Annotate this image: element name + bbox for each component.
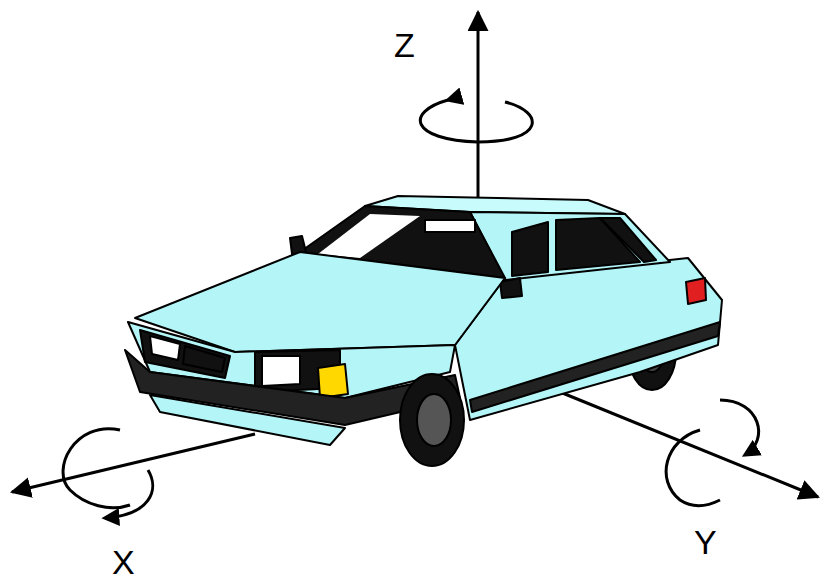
front-wheel bbox=[400, 374, 464, 466]
headlight-lens bbox=[150, 336, 180, 360]
side-trim bbox=[470, 322, 720, 412]
windshield-glare bbox=[318, 214, 420, 258]
x-rotation-arrow bbox=[63, 429, 130, 508]
side-window bbox=[512, 222, 548, 276]
mirror-sticker bbox=[425, 220, 475, 232]
turn-signal bbox=[318, 364, 348, 398]
hood bbox=[135, 252, 505, 352]
y-axis bbox=[560, 392, 818, 497]
car bbox=[125, 196, 722, 466]
front-hub bbox=[417, 394, 451, 446]
rear-window bbox=[600, 218, 656, 262]
tail-light bbox=[686, 278, 706, 304]
spoiler bbox=[150, 395, 345, 445]
z-rotation-arrow bbox=[420, 100, 532, 142]
x-axis bbox=[12, 434, 255, 492]
x-rotation-arrow bbox=[105, 470, 153, 518]
left-headlight bbox=[140, 330, 230, 378]
side-mirror bbox=[290, 236, 306, 254]
headlight-lens bbox=[262, 356, 300, 386]
y-rotation-arrow bbox=[666, 430, 720, 506]
axis-label: Y bbox=[694, 525, 717, 559]
y-rotation-arrow bbox=[720, 400, 759, 455]
z-axis bbox=[477, 12, 480, 200]
axis-label: Z bbox=[394, 28, 415, 62]
axis-label: X bbox=[112, 545, 135, 579]
grille bbox=[183, 346, 225, 372]
